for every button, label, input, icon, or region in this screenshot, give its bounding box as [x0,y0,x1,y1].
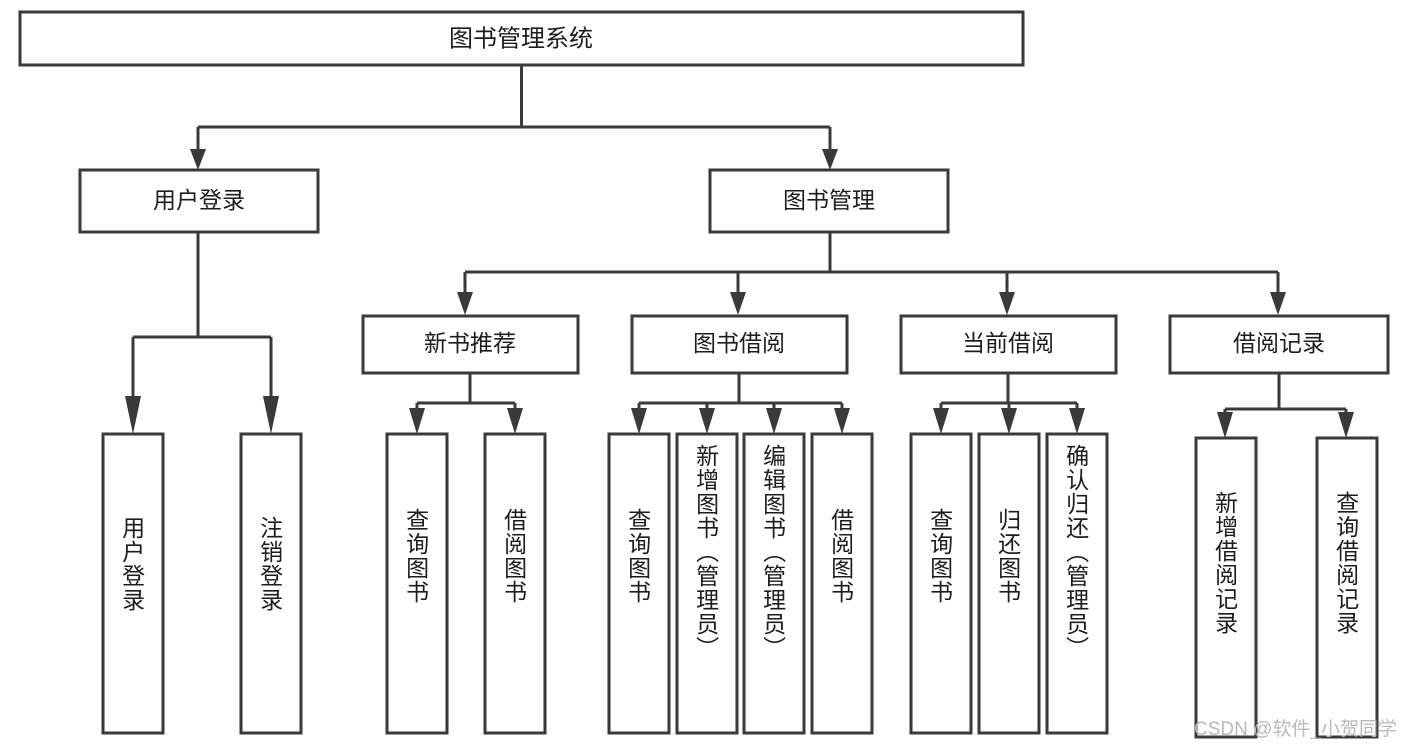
connectors-group [125,65,1354,438]
node-book-management-system[interactable]: 图书管理系统 [18,10,1025,67]
arrow-to-borrow-record [1270,292,1286,315]
watermark-text: CSDN @软件_小贺同学 [1194,719,1397,740]
leaf-box-query-book-3[interactable] [909,432,973,735]
leaf-box-query-borrow-record[interactable] [1315,436,1379,739]
arrow-to-leaf-user-login [125,396,141,434]
arrow-to-new-book-recommend [457,292,473,315]
leaf-box-confirm-return-admin[interactable] [1045,432,1109,735]
leaf-box-return-book[interactable] [977,432,1041,735]
leaf-box-add-borrow-record[interactable] [1194,436,1258,739]
arrow-to-leaf-confirm-return-admin [1069,408,1085,434]
node-box-new-book-recommend[interactable] [361,314,580,375]
arrow-to-book-management [822,149,838,170]
node-box-book-management[interactable] [708,168,950,234]
arrow-to-book-borrow [730,292,746,315]
leaf-box-borrow-book-1[interactable] [483,432,547,735]
arrow-to-leaf-add-book-admin [699,408,715,434]
node-label-current-borrow: 当前借阅 [962,330,1054,356]
arrow-to-current-borrow [999,292,1015,315]
arrow-to-leaf-query-book-2 [631,408,647,434]
arrow-to-leaf-add-borrow-record [1217,412,1233,438]
arrow-to-leaf-edit-book-admin [766,408,782,434]
leaf-box-add-book-admin[interactable] [675,432,739,735]
arrow-to-leaf-logout-login [263,396,279,434]
leaf-boxes-group [101,432,1379,739]
node-box-book-borrow[interactable] [630,314,849,375]
node-new-book-recommend[interactable]: 新书推荐 [361,314,580,375]
node-borrow-record[interactable]: 借阅记录 [1168,314,1390,375]
arrow-to-leaf-return-book [1001,408,1017,434]
node-user-login[interactable]: 用户登录 [78,168,320,234]
node-label-borrow-record: 借阅记录 [1233,330,1325,356]
node-label-book-management: 图书管理 [783,187,875,213]
node-label-root: 图书管理系统 [449,25,593,52]
leaf-box-edit-book-admin[interactable] [742,432,806,735]
arrow-to-leaf-query-borrow-record [1338,412,1354,438]
node-current-borrow[interactable]: 当前借阅 [899,314,1118,375]
leaf-box-logout-login[interactable] [239,432,303,735]
arrow-to-leaf-borrow-book-1 [507,408,523,434]
arrow-to-leaf-query-book-3 [933,408,949,434]
arrow-to-leaf-borrow-book-2 [834,408,850,434]
node-box-user-login[interactable] [78,168,320,234]
leaf-box-user-login[interactable] [101,432,165,735]
node-box-current-borrow[interactable] [899,314,1118,375]
node-label-user-login: 用户登录 [153,187,245,213]
node-box-root[interactable] [18,10,1025,67]
node-label-book-borrow: 图书借阅 [693,330,785,356]
leaf-box-query-book-1[interactable] [385,432,449,735]
node-box-borrow-record[interactable] [1168,314,1390,375]
node-label-new-book-recommend: 新书推荐 [424,330,516,356]
node-book-management[interactable]: 图书管理 [708,168,950,234]
leaf-box-borrow-book-2[interactable] [810,432,874,735]
arrow-to-leaf-query-book-1 [409,408,425,434]
node-book-borrow[interactable]: 图书借阅 [630,314,849,375]
arrow-to-user-login [190,149,206,170]
leaf-box-query-book-2[interactable] [607,432,671,735]
